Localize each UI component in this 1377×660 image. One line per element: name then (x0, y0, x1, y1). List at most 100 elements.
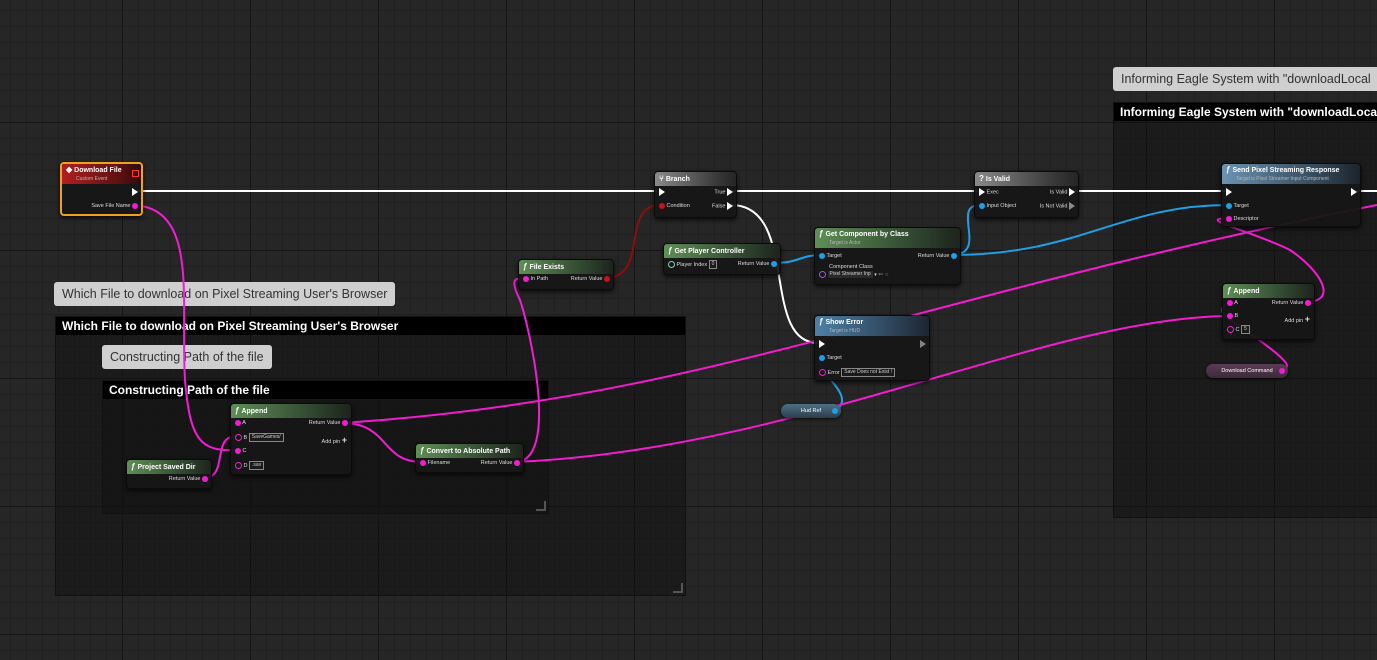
string-pin-icon[interactable] (1226, 215, 1232, 222)
resize-grip-icon[interactable] (536, 501, 546, 511)
pin-b[interactable]: B (1227, 312, 1238, 321)
c-text-input[interactable]: 5 (1241, 325, 1250, 334)
string-pin-icon[interactable] (523, 275, 529, 282)
delegate-pin-icon[interactable] (132, 170, 139, 177)
node-is-valid[interactable]: ?Is Valid Exec Is Valid Input Object Is … (974, 171, 1079, 218)
string-pin-icon[interactable] (132, 202, 138, 209)
pin-error[interactable]: Error Save Does not Exist ! (819, 368, 896, 378)
string-pin-icon[interactable] (1279, 368, 1285, 374)
pin-a[interactable]: A (235, 419, 246, 428)
object-pin-icon[interactable] (771, 260, 777, 267)
player-index-input[interactable]: 0 (708, 260, 718, 269)
string-pin-icon[interactable] (420, 459, 426, 466)
variable-hud-ref[interactable]: Hud Ref (781, 404, 841, 418)
pin-input-object[interactable]: Input Object (979, 202, 1016, 211)
string-pin-icon[interactable] (235, 434, 242, 441)
pin-is-not-valid[interactable]: Is Not Valid (1040, 202, 1075, 211)
comment-header-informing-eagle[interactable]: Informing Eagle System with "downloadLoc… (1114, 103, 1377, 121)
string-pin-icon[interactable] (235, 462, 242, 469)
string-pin-icon[interactable] (1305, 299, 1311, 306)
bool-pin-icon[interactable] (604, 275, 610, 282)
object-pin-icon[interactable] (979, 202, 985, 209)
pin-d[interactable]: D .sav (235, 461, 265, 471)
string-pin-icon[interactable] (1227, 312, 1233, 319)
pin-return-value[interactable]: Return Value (918, 252, 957, 261)
comment-bubble-constructing-path[interactable]: Constructing Path of the file (102, 345, 272, 369)
exec-in-pin[interactable] (819, 340, 825, 349)
string-pin-icon[interactable] (342, 419, 348, 426)
object-pin-icon[interactable] (819, 354, 825, 361)
variable-download-command[interactable]: Download Command (1206, 364, 1288, 378)
pin-return-value[interactable]: Return Value (571, 275, 610, 284)
pin-is-valid[interactable]: Is Valid (1050, 188, 1075, 197)
node-branch[interactable]: ⑂Branch True Condition False (654, 171, 737, 218)
pin-a[interactable]: A (1227, 299, 1238, 308)
exec-out-pin[interactable] (1351, 188, 1357, 197)
comment-bubble-which-file[interactable]: Which File to download on Pixel Streamin… (54, 282, 396, 306)
object-pin-icon[interactable] (951, 252, 957, 259)
b-text-input[interactable]: SaveGames/ (248, 433, 284, 442)
pin-false[interactable]: False (712, 202, 733, 211)
string-pin-icon[interactable] (819, 369, 826, 376)
pin-return-value[interactable]: Return Value (1272, 299, 1311, 308)
pin-component-class[interactable]: Pixel Streamer Inp ▾ ⇐ ○ (819, 271, 888, 280)
object-pin-icon[interactable] (832, 408, 838, 414)
add-pin-button[interactable]: Add pin + (1284, 314, 1310, 325)
node-header[interactable]: ?Is Valid (975, 172, 1078, 186)
string-pin-icon[interactable] (235, 447, 241, 454)
node-download-file[interactable]: ◆Download File Custom Event Save File Na… (60, 162, 143, 216)
pin-b[interactable]: B SaveGames/ (235, 433, 284, 443)
add-pin-button[interactable]: Add pin + (321, 435, 347, 446)
pin-true[interactable]: True (714, 188, 733, 197)
string-pin-icon[interactable] (235, 419, 241, 426)
resize-grip-icon[interactable] (673, 583, 683, 593)
exec-in-pin[interactable] (659, 188, 665, 197)
pin-condition[interactable]: Condition (659, 202, 690, 211)
node-header[interactable]: ⑂Branch (655, 172, 736, 186)
pin-player-index[interactable]: Player Index 0 (668, 260, 718, 270)
class-pin-icon[interactable] (819, 271, 826, 279)
exec-out-hollow-icon[interactable] (920, 340, 926, 348)
d-text-input[interactable]: .sav (249, 461, 265, 470)
string-pin-icon[interactable] (514, 459, 520, 466)
pin-target[interactable]: Target (819, 354, 842, 363)
pin-return-value[interactable]: Return Value (738, 260, 777, 269)
browse-icon[interactable]: ⇐ (878, 272, 884, 278)
int-pin-icon[interactable] (668, 261, 675, 268)
pin-c[interactable]: C (235, 447, 247, 456)
pin-in-path[interactable]: In Path (523, 275, 548, 284)
chevron-down-icon[interactable]: ▾ (874, 272, 877, 278)
node-header[interactable]: ◆Download File Custom Event (62, 164, 141, 184)
exec-out-pin[interactable] (920, 340, 926, 352)
error-text-input[interactable]: Save Does not Exist ! (841, 368, 896, 377)
pin-return-value[interactable]: Return Value (481, 459, 520, 468)
exec-out-pin[interactable] (132, 188, 138, 197)
exec-in-pin[interactable] (1226, 188, 1232, 197)
pin-filename[interactable]: Filename (420, 459, 450, 468)
object-pin-icon[interactable] (819, 252, 825, 259)
pin-save-file-name[interactable]: Save File Name (91, 202, 138, 211)
string-pin-icon[interactable] (1227, 299, 1233, 306)
pin-return-value[interactable]: Return Value (309, 419, 348, 428)
component-class-dropdown[interactable]: Pixel Streamer Inp (827, 271, 873, 279)
comment-header-constructing-path[interactable]: Constructing Path of the file (103, 381, 548, 399)
pin-return-value[interactable]: Return Value (169, 475, 208, 484)
comment-bubble-informing-eagle[interactable]: Informing Eagle System with "downloadLoc… (1113, 67, 1377, 91)
